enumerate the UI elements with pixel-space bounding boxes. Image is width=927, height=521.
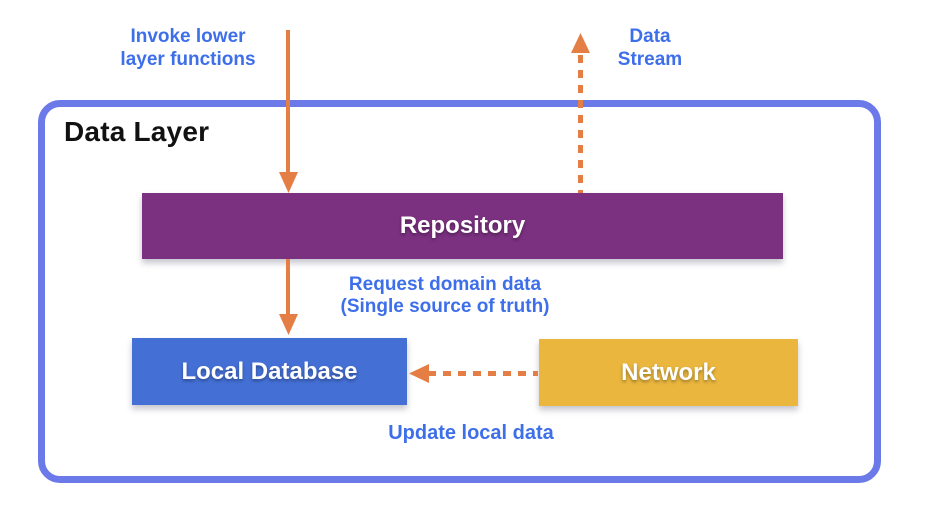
node-repository: Repository (142, 193, 783, 259)
update-arrow-label: Update local data (388, 422, 554, 444)
frame-title: Data Layer (64, 116, 210, 147)
node-local-database-label: Local Database (181, 357, 358, 385)
stream-arrow-label: Data Stream (617, 26, 683, 70)
request-arrow-line (286, 259, 290, 315)
stream-arrow-line (578, 55, 583, 196)
node-network-label: Network (621, 358, 716, 386)
node-local-database: Local Database (132, 338, 407, 405)
update-arrow-line (428, 371, 538, 376)
invoke-arrow-line (286, 30, 290, 173)
node-repository-label: Repository (399, 212, 526, 239)
node-network: Network (539, 339, 798, 406)
invoke-arrow-label: Invoke lower layer functions (120, 26, 256, 70)
request-arrow-label: Request domain data (Single source of tr… (340, 274, 550, 317)
data-layer-frame (38, 100, 881, 483)
